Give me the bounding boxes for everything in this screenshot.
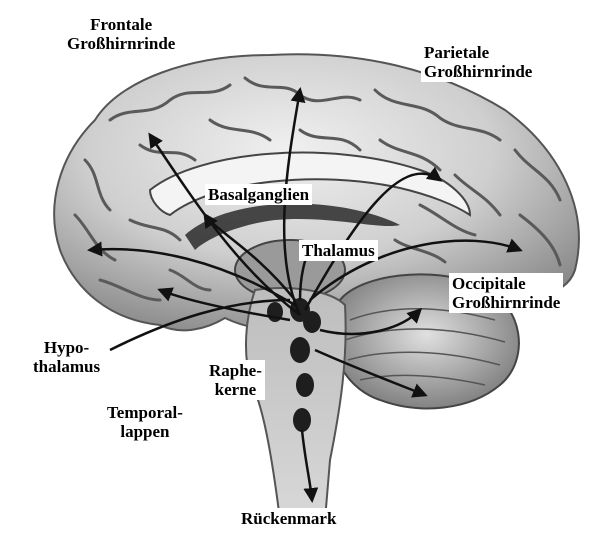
label-hypothalamus: Hypo- thalamus	[30, 337, 103, 377]
label-spinal-cord: Rückenmark	[238, 508, 339, 529]
label-spinal-line: Rückenmark	[241, 509, 336, 528]
label-raphe-nuclei: Raphe- kerne	[206, 360, 265, 400]
label-thalamus: Thalamus	[299, 240, 378, 261]
brainstem-shape	[246, 288, 346, 520]
label-temporal-lobe: Temporal- lappen	[104, 402, 186, 442]
label-occipital-line2: Großhirnrinde	[452, 293, 560, 312]
label-occipital-cortex: Occipitale Großhirnrinde	[449, 273, 563, 313]
label-temporal-line2: lappen	[107, 422, 183, 441]
label-basal-ganglia: Basalganglien	[205, 184, 312, 205]
label-temporal-line1: Temporal-	[107, 403, 183, 422]
label-hypothalamus-line2: thalamus	[33, 357, 100, 376]
label-frontal-cortex: Frontale Großhirnrinde	[64, 14, 178, 54]
label-raphe-line2: kerne	[209, 380, 262, 399]
label-frontal-line2: Großhirnrinde	[67, 34, 175, 53]
label-basal-line: Basalganglien	[208, 185, 309, 204]
label-parietal-line2: Großhirnrinde	[424, 62, 532, 81]
label-occipital-line1: Occipitale	[452, 274, 560, 293]
label-raphe-line1: Raphe-	[209, 361, 262, 380]
label-frontal-line1: Frontale	[67, 15, 175, 34]
label-hypothalamus-line1: Hypo-	[33, 338, 100, 357]
label-parietal-cortex: Parietale Großhirnrinde	[421, 42, 535, 82]
label-thalamus-line: Thalamus	[302, 241, 375, 260]
label-parietal-line1: Parietale	[424, 43, 532, 62]
